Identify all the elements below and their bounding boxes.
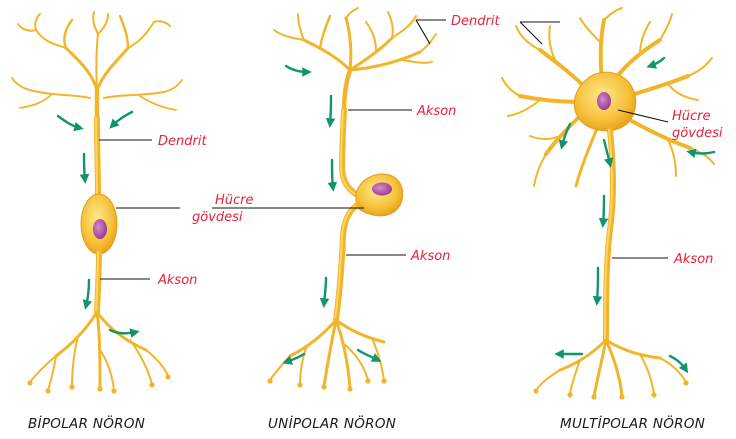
- unipolar-neuron: Dendrit Akson Akson UNİPOLAR NÖRON: [212, 8, 500, 432]
- multipolar-axon-terminals: [533, 340, 688, 400]
- multipolar-title: MULTİPOLAR NÖRON: [560, 414, 705, 432]
- bipolar-soma-label-1: Hücre: [215, 193, 254, 208]
- bipolar-axon-label: Akson: [157, 273, 197, 288]
- multipolar-soma-label-1: Hücre: [672, 109, 711, 124]
- multipolar-soma-label-2: gövdesi: [672, 126, 723, 141]
- unipolar-dendrites: [274, 8, 436, 112]
- unipolar-axon-bottom-label: Akson: [410, 249, 450, 264]
- multipolar-neuron: Hücre gövdesi Akson MULTİPOLAR NÖRON: [502, 8, 723, 432]
- bipolar-nucleus: [93, 219, 107, 239]
- unipolar-axon-top-label: Akson: [416, 104, 456, 119]
- unipolar-dendrite-label: Dendrit: [451, 14, 500, 29]
- multipolar-nucleus: [597, 92, 611, 110]
- bipolar-title: BİPOLAR NÖRON: [28, 414, 145, 432]
- bipolar-axon-terminals: [27, 312, 170, 394]
- bipolar-soma-label-2: gövdesi: [192, 210, 243, 225]
- unipolar-dendrite-leader-2: [416, 20, 430, 44]
- unipolar-nucleus: [372, 183, 392, 196]
- bipolar-dendrites: [12, 12, 182, 118]
- bipolar-neuron: Dendrit Hücre gövdesi Akson BİPOLAR NÖRO…: [12, 12, 254, 432]
- bipolar-dendrite-label: Dendrit: [158, 134, 207, 149]
- multipolar-dendrite-leader-2: [520, 22, 542, 44]
- multipolar-axon-label: Akson: [673, 252, 713, 267]
- unipolar-title: UNİPOLAR NÖRON: [268, 414, 396, 432]
